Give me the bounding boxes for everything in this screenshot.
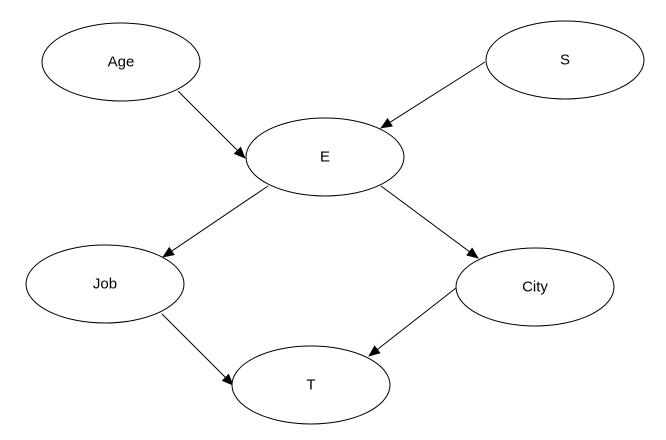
node-s-label: S bbox=[560, 52, 570, 69]
node-age-shape bbox=[41, 22, 201, 102]
edges-layer bbox=[161, 61, 486, 386]
edge-age-to-e bbox=[177, 90, 246, 159]
node-job: Job bbox=[25, 244, 185, 324]
node-city-shape bbox=[455, 247, 615, 327]
edge-job-to-t bbox=[161, 313, 234, 386]
node-t-label: T bbox=[306, 377, 315, 394]
node-age: Age bbox=[41, 22, 201, 102]
nodes-layer: Age S E Job City T bbox=[25, 20, 645, 425]
node-t: T bbox=[231, 345, 391, 425]
node-e: E bbox=[245, 117, 405, 197]
node-e-label: E bbox=[320, 149, 330, 166]
node-city-label: City bbox=[522, 279, 548, 296]
node-city: City bbox=[455, 247, 615, 327]
edge-city-to-t bbox=[368, 287, 457, 357]
node-job-label: Job bbox=[93, 276, 117, 293]
edge-e-to-job bbox=[162, 185, 269, 258]
node-e-shape bbox=[245, 117, 405, 197]
edge-e-to-city bbox=[380, 185, 479, 259]
node-job-shape bbox=[25, 244, 185, 324]
edge-s-to-e bbox=[380, 61, 486, 129]
node-age-label: Age bbox=[108, 54, 135, 71]
node-s-shape bbox=[485, 20, 645, 100]
node-t-shape bbox=[231, 345, 391, 425]
node-s: S bbox=[485, 20, 645, 100]
